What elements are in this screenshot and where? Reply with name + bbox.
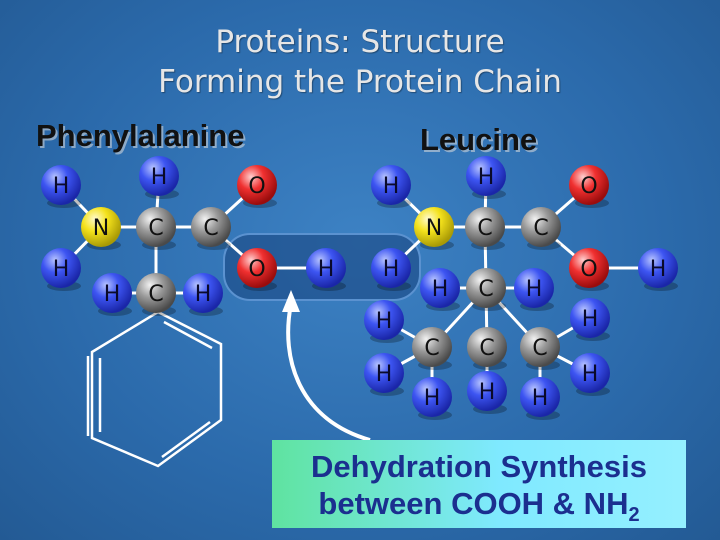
hydrogen-atom: H <box>41 165 81 208</box>
atom-symbol: C <box>148 282 163 307</box>
callout-subscript: 2 <box>628 504 640 527</box>
atom-symbol: H <box>53 174 70 199</box>
atom-symbol: C <box>203 216 218 241</box>
atom-symbol: C <box>148 216 163 241</box>
carbon-atom: C <box>520 327 560 370</box>
atom-symbol: C <box>424 336 439 361</box>
atom-symbol: H <box>104 282 121 307</box>
atom-symbol: H <box>376 309 393 334</box>
carbon-atom: C <box>521 207 561 250</box>
atom-symbol: O <box>248 257 265 282</box>
hydrogen-atom: H <box>371 165 411 208</box>
nitrogen-atom: N <box>81 207 121 250</box>
hydrogen-atom: H <box>412 377 452 420</box>
hydrogen-atom: H <box>638 248 678 291</box>
hydrogen-atom: H <box>41 248 81 291</box>
atom-symbol: H <box>650 257 667 282</box>
benzene-ring <box>86 306 223 468</box>
atom-symbol: C <box>479 336 494 361</box>
oxygen-atom: O <box>569 165 609 208</box>
hydrogen-atom: H <box>570 353 610 396</box>
atom-symbol: C <box>478 277 493 302</box>
nitrogen-atom: N <box>414 207 454 250</box>
carbon-atom: C <box>136 207 176 250</box>
atom-symbol: H <box>424 386 441 411</box>
atom-symbol: H <box>383 174 400 199</box>
hydrogen-atom: H <box>364 300 404 343</box>
atom-symbol: H <box>582 307 599 332</box>
leucine-label: Leucine <box>420 122 538 157</box>
atom-symbol: H <box>526 277 543 302</box>
atom-symbol: H <box>532 386 549 411</box>
hydrogen-atom: H <box>183 273 223 316</box>
atom-symbol: N <box>93 216 109 241</box>
callout-line-2: between COOH & NH2 <box>272 485 686 534</box>
hydrogen-atom: H <box>466 156 506 199</box>
atom-symbol: H <box>478 165 495 190</box>
hydrogen-atom: H <box>139 156 179 199</box>
atom-symbol: H <box>376 362 393 387</box>
hydrogen-atom: H <box>92 273 132 316</box>
phenylalanine-label: Phenylalanine <box>36 118 245 153</box>
atom-symbol: O <box>580 257 597 282</box>
callout-line-1: Dehydration Synthesis <box>311 449 647 484</box>
hydrogen-atom: H <box>364 353 404 396</box>
atom-symbol: O <box>248 174 265 199</box>
atom-symbol: H <box>151 165 168 190</box>
curved-arrow <box>282 290 371 442</box>
carbon-atom: C <box>467 327 507 370</box>
hydrogen-atom: H <box>420 268 460 311</box>
title-line-1: Proteins: Structure <box>215 24 505 60</box>
carbon-atom: C <box>465 207 505 250</box>
hydrogen-atom: H <box>371 248 411 291</box>
atom-symbol: C <box>533 216 548 241</box>
atom-symbol: O <box>580 174 597 199</box>
atom-symbol: H <box>195 282 212 307</box>
oxygen-atom: O <box>237 165 277 208</box>
hydrogen-atom: H <box>467 371 507 414</box>
oxygen-atom: O <box>569 248 609 291</box>
hydrogen-atom: H <box>306 248 346 291</box>
carbon-atom: C <box>136 273 176 316</box>
oxygen-atom: O <box>237 248 277 291</box>
atom-symbol: N <box>426 216 442 241</box>
hydrogen-atom: H <box>514 268 554 311</box>
dehydration-callout: Dehydration Synthesis between COOH & NH2 <box>272 440 686 528</box>
atom-symbol: H <box>432 277 449 302</box>
atom-symbol: H <box>53 257 70 282</box>
atom-symbol: C <box>532 336 547 361</box>
atom-symbol: H <box>479 380 496 405</box>
atom-symbol: H <box>383 257 400 282</box>
hydrogen-atom: H <box>570 298 610 341</box>
carbon-atom: C <box>466 268 506 311</box>
hydrogen-atom: H <box>520 377 560 420</box>
carbon-atom: C <box>412 327 452 370</box>
atom-symbol: C <box>477 216 492 241</box>
atom-symbol: H <box>582 362 599 387</box>
carbon-atom: C <box>191 207 231 250</box>
atom-symbol: H <box>318 257 335 282</box>
title-line-2: Forming the Protein Chain <box>158 64 562 100</box>
callout-line-2-main: between COOH & NH <box>318 486 629 521</box>
